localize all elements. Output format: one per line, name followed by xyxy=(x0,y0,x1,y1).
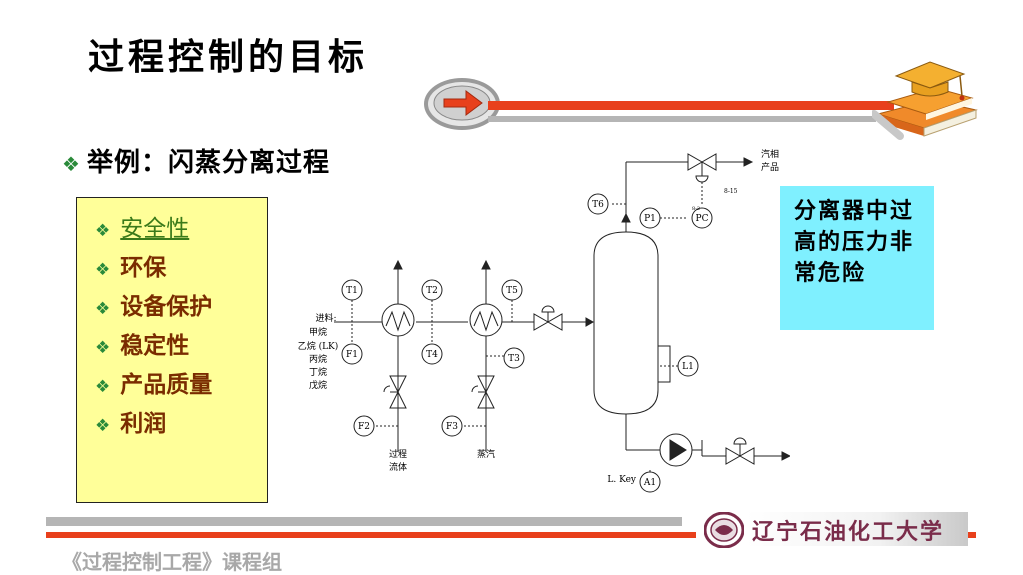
arrow-button-icon xyxy=(424,78,500,130)
header-red-bar xyxy=(488,101,894,110)
feed-component: 戊烷 xyxy=(309,379,327,391)
instrument-label: T6 xyxy=(592,200,604,210)
logo-banner xyxy=(746,512,968,546)
graduation-cap-books-icon xyxy=(872,61,978,140)
heat-exchanger-2-icon xyxy=(469,303,503,337)
university-name: 辽宁石油化工大学 xyxy=(752,520,945,545)
process-fluid-label: 流体 xyxy=(389,461,407,473)
instrument-p1 xyxy=(639,207,661,229)
instrument-t6 xyxy=(587,193,609,215)
instrument-label: F1 xyxy=(346,350,358,360)
process-fluid-label: 过程 xyxy=(389,448,407,460)
callout-text: 分离器中过高的压力非常危险 xyxy=(794,199,915,286)
goal-link-safety[interactable]: 安全性 xyxy=(120,216,190,242)
arrow-icon xyxy=(481,259,491,270)
instrument-f1 xyxy=(341,343,363,365)
instrument-label: P1 xyxy=(644,214,656,224)
control-valve-icon xyxy=(383,375,407,409)
bullet-icon: ❖ xyxy=(95,299,111,319)
instrument-label: A1 xyxy=(643,478,656,488)
bullet-icon: ❖ xyxy=(95,416,111,436)
flash-separation-diagram: T1 T2 T5 T6 F1 T4 T3 F2 F3 P1 PC L1 A1 进… xyxy=(298,148,790,493)
liquid-valve-icon xyxy=(725,437,755,465)
bullet-icon: ❖ xyxy=(62,152,81,176)
instrument-a1 xyxy=(639,471,661,493)
goal-label: 利润 xyxy=(120,411,167,437)
pressure-valve-icon xyxy=(687,153,717,183)
goal-item: ❖ 产品质量 xyxy=(95,366,267,405)
steam-label: 蒸汽 xyxy=(477,448,495,460)
vapor-product-label: 汽相 xyxy=(761,148,779,160)
header-gray-bar xyxy=(488,116,876,122)
control-valve-icon xyxy=(471,375,495,409)
page-title: 过程控制的目标 xyxy=(88,37,369,78)
feed-valve-icon xyxy=(533,305,563,331)
flash-drum-icon xyxy=(593,231,659,415)
goal-label: 稳定性 xyxy=(120,333,190,359)
arrow-icon xyxy=(781,451,790,461)
instrument-pc xyxy=(691,207,713,229)
university-seal-icon xyxy=(704,512,744,548)
pump-icon xyxy=(659,433,693,467)
instrument-label: T4 xyxy=(426,350,438,360)
vapor-product-label: 产品 xyxy=(761,161,779,173)
feed-component: 丁烷 xyxy=(309,366,327,378)
instrument-label: T5 xyxy=(506,286,518,296)
warning-callout: 分离器中过高的压力非常危险 xyxy=(780,186,934,330)
goal-label: 环保 xyxy=(120,255,167,281)
feed-component: 甲烷 xyxy=(309,326,327,338)
instrument-t5 xyxy=(501,279,523,301)
feed-label: 进料: xyxy=(315,312,336,324)
instrument-t3 xyxy=(503,347,525,369)
footer-course-group: 《过程控制工程》课程组 xyxy=(62,550,282,574)
instrument-label: T3 xyxy=(508,354,520,364)
instrument-f2 xyxy=(353,415,375,437)
goal-item: ❖ 环保 xyxy=(95,249,267,288)
arrow-icon xyxy=(393,259,403,270)
lkey-label: L. Key xyxy=(607,475,637,485)
bullet-icon: ❖ xyxy=(95,338,111,358)
tag-label: 8-15 xyxy=(724,188,738,195)
instrument-label: T2 xyxy=(426,286,438,296)
footer-red-bar xyxy=(46,532,696,538)
instrument-label: T1 xyxy=(346,286,358,296)
goals-box: ❖ 安全性 ❖ 环保 ❖ 设备保护 ❖ 稳定性 ❖ 产品质量 ❖ 利润 xyxy=(76,197,268,503)
feed-component: 乙烷 (LK) xyxy=(298,340,339,352)
instrument-label: F3 xyxy=(446,422,458,432)
goal-item: ❖ 设备保护 xyxy=(95,288,267,327)
goals-list: ❖ 安全性 ❖ 环保 ❖ 设备保护 ❖ 稳定性 ❖ 产品质量 ❖ 利润 xyxy=(77,198,267,444)
level-tap-line xyxy=(658,345,671,383)
bullet-icon: ❖ xyxy=(95,260,111,280)
bullet-icon: ❖ xyxy=(95,221,111,241)
arrow-icon xyxy=(743,157,754,167)
arrow-icon xyxy=(585,317,595,327)
instrument-label: PC xyxy=(696,214,709,224)
instrument-f3 xyxy=(441,415,463,437)
goal-label: 设备保护 xyxy=(120,294,213,320)
example-text: 举例：闪蒸分离过程 xyxy=(86,148,330,178)
goal-item: ❖ 利润 xyxy=(95,405,267,444)
heat-exchanger-1-icon xyxy=(381,303,415,337)
footer-gray-bar xyxy=(46,517,682,526)
tag-label: 8-2 xyxy=(692,206,700,212)
arrow-icon xyxy=(621,212,631,223)
feed-component: 丙烷 xyxy=(309,353,327,365)
instrument-label: L1 xyxy=(682,362,694,372)
instrument-t1 xyxy=(341,279,363,301)
instrument-t2 xyxy=(421,279,443,301)
example-heading: ❖举例：闪蒸分离过程 xyxy=(62,142,330,179)
goal-label: 产品质量 xyxy=(120,372,213,398)
instrument-label: F2 xyxy=(358,422,370,432)
goal-item: ❖ 稳定性 xyxy=(95,327,267,366)
goal-item: ❖ 安全性 xyxy=(95,210,267,249)
bullet-icon: ❖ xyxy=(95,377,111,397)
instrument-t4 xyxy=(421,343,443,365)
